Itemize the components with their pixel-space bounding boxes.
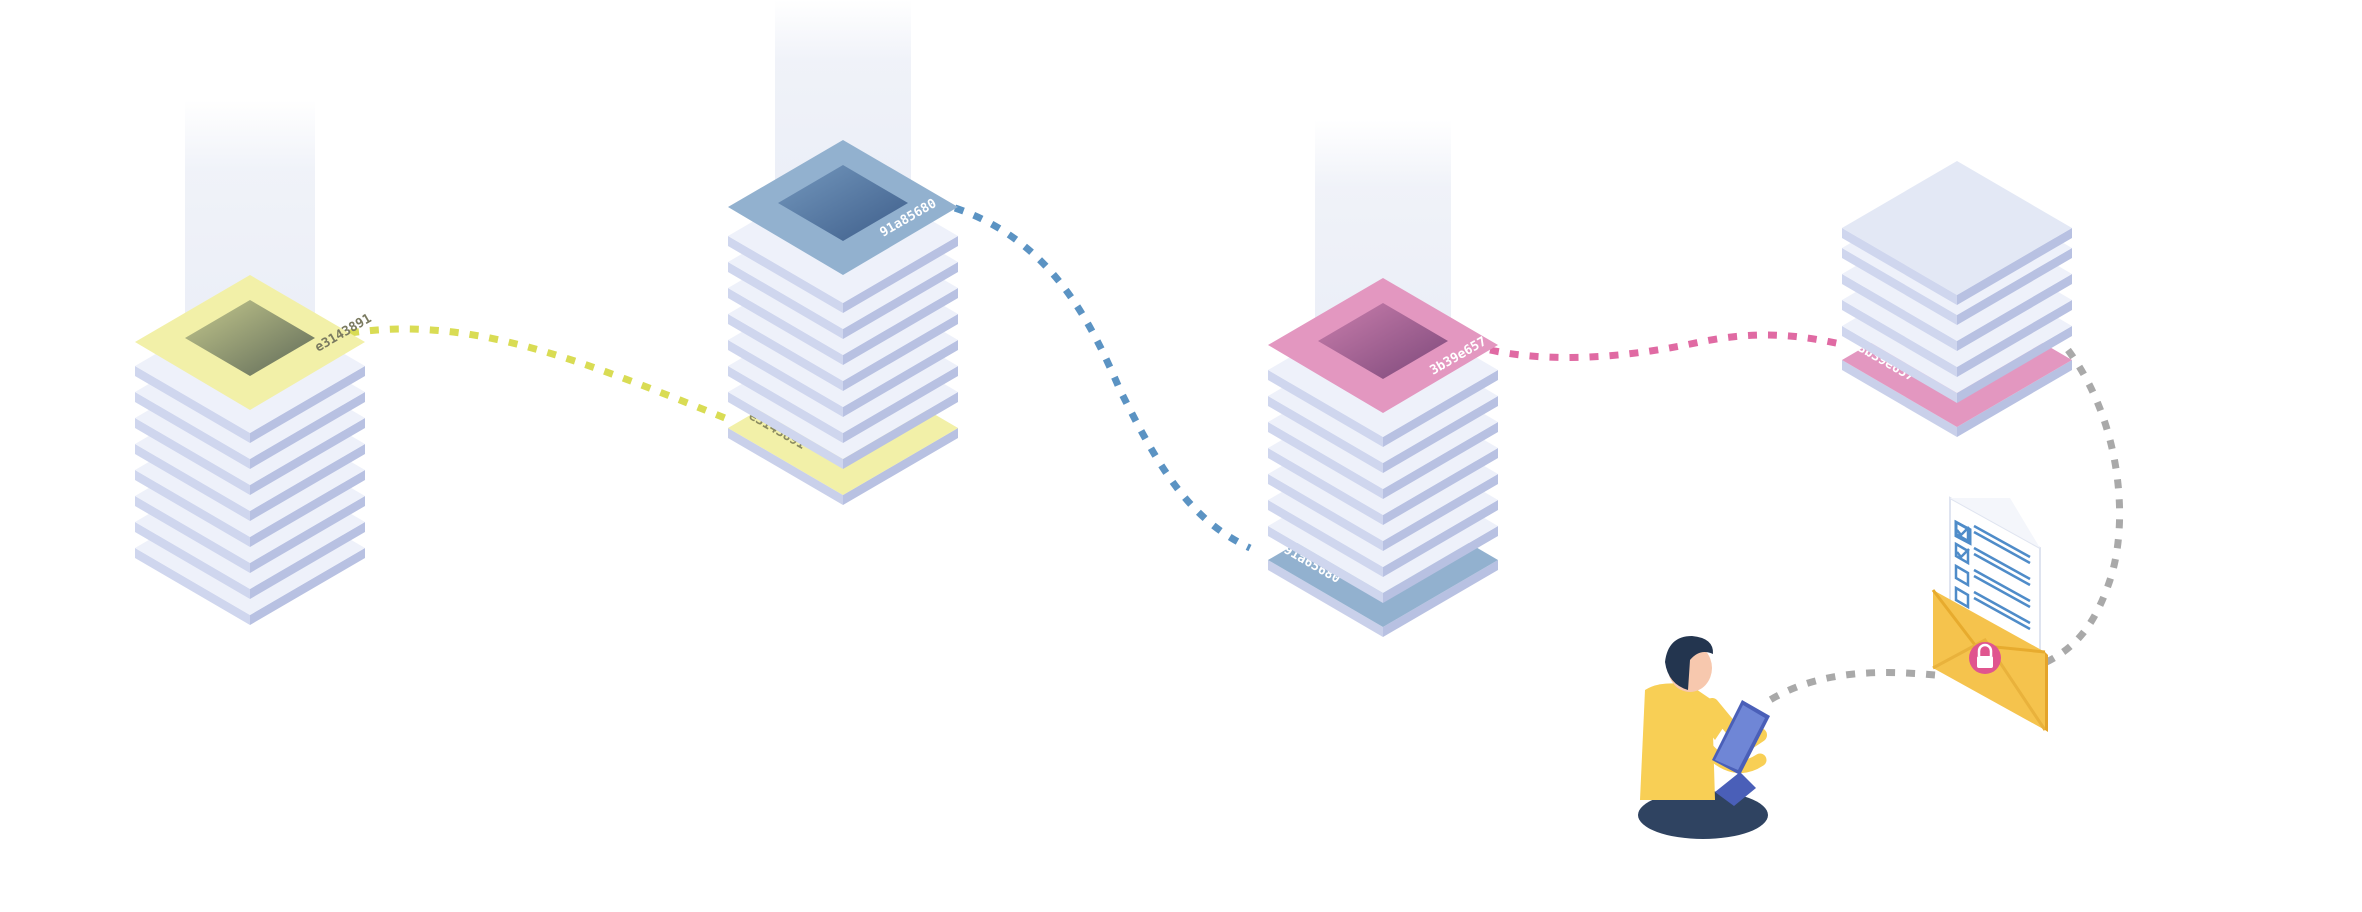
connector-pink — [1489, 331, 1846, 361]
block-1: e3143891 — [135, 100, 374, 625]
block-3: 91a65680 3b39e657 — [1268, 120, 1498, 637]
connector-gray — [1768, 347, 2124, 704]
person-with-tablet-icon — [1638, 636, 1770, 839]
connector-yellow — [349, 325, 727, 422]
block-4: 3b39e657 — [1842, 161, 2072, 437]
plate-hole — [185, 300, 315, 376]
plate-hole — [1318, 303, 1448, 379]
plate-hole — [778, 165, 908, 241]
connector-blue — [953, 204, 1252, 552]
top-plate-empty — [1842, 161, 2072, 305]
locked-envelope-icon — [1931, 589, 2048, 732]
block-2: e3143891 91a85680 — [728, 0, 958, 505]
padlock-icon — [1969, 642, 2001, 674]
